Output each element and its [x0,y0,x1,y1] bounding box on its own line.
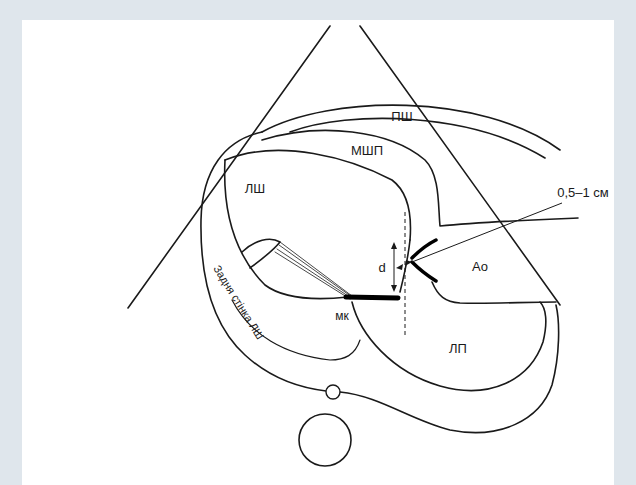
septum-wall [262,130,578,226]
lv-endocardium [225,150,410,240]
aorta-wall [432,282,556,303]
lv-endocardium [225,160,348,299]
dimension-arrow [391,242,397,292]
descending-aorta [299,414,351,466]
chamber-label: МШП [351,144,383,157]
dimension-label: d [378,261,385,274]
chamber-label: ПШ [391,110,412,123]
dimension-arrow [396,260,412,270]
sector-line [128,26,330,308]
la-wall [352,302,546,390]
papillary-muscle [242,239,280,268]
valve-plane-line [405,212,406,338]
valve-label: мк [335,310,349,322]
coronary-sinus [326,385,340,399]
chamber-label: ЛШ [245,182,265,195]
leader-line [412,203,562,262]
sector-line [360,26,560,305]
dimension-label: 0,5–1 см [557,186,609,199]
panel [22,20,614,485]
mitral-valve [346,297,398,298]
chamber-label: ЛП [449,342,467,355]
chordae [275,242,352,299]
chamber-label: Ао [472,260,488,273]
dimension-line [394,244,395,290]
lv-outer-wall [201,132,326,391]
rv-wall [290,118,545,158]
